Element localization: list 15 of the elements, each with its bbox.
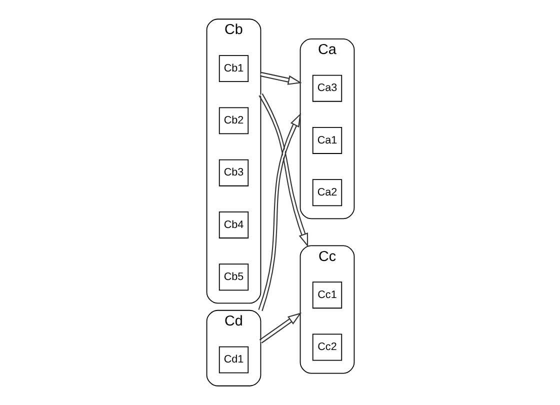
node-box: Cb3 — [218, 159, 248, 186]
node-box: Ca1 — [312, 127, 342, 154]
arrow — [260, 72, 302, 85]
arrow — [258, 312, 302, 344]
arrow — [258, 112, 301, 312]
arrow — [258, 93, 308, 248]
node-box: Cd1 — [218, 346, 248, 374]
node-box: Ca3 — [312, 74, 342, 102]
node-box: Cb1 — [218, 55, 248, 82]
node-box: Cc1 — [312, 282, 342, 309]
node-box: Cb4 — [218, 212, 248, 238]
node-box: Cb5 — [218, 264, 248, 291]
node-box: Cb2 — [218, 107, 248, 134]
node-box: Ca2 — [312, 179, 342, 206]
node-box: Cc2 — [312, 334, 342, 361]
